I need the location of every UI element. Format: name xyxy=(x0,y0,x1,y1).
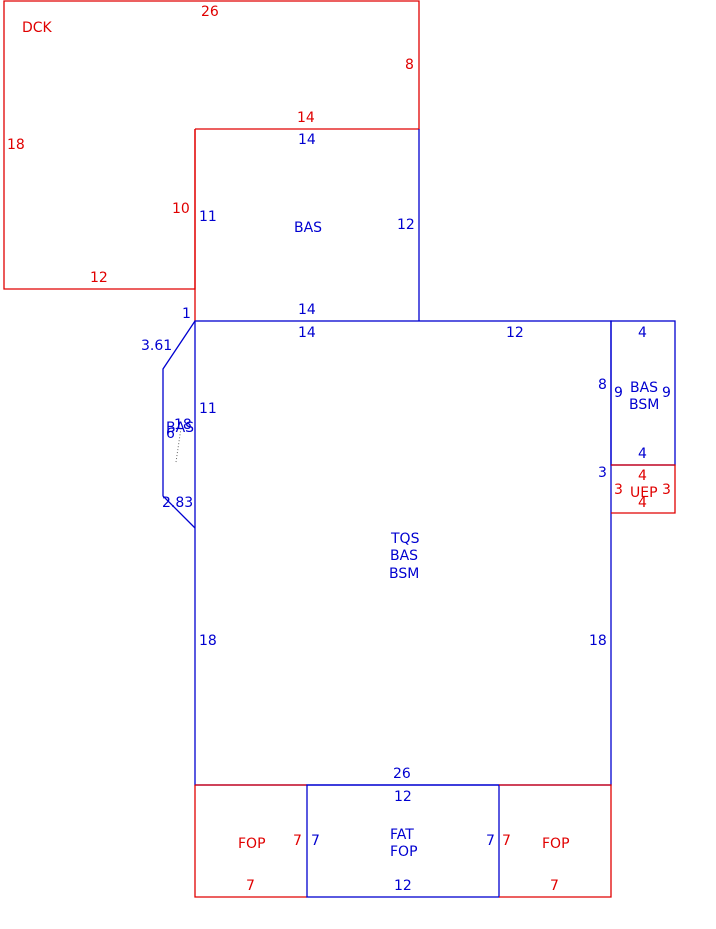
dim-main-top-right: 12 xyxy=(506,325,524,341)
fat-fop-outline xyxy=(306,784,500,898)
main-label-1: TQS xyxy=(390,531,420,547)
right-bay-label-1: BAS xyxy=(630,380,658,396)
fat-fop-label: FOP xyxy=(390,844,418,860)
dim-fop-left-right: 7 xyxy=(293,833,302,849)
fop-right-outline xyxy=(499,784,612,898)
dim-bay-overlap-b: 6 xyxy=(166,426,175,442)
fop-left-outline xyxy=(194,785,307,898)
left-bay-outline xyxy=(162,320,196,529)
dim-right-bay-bottom: 4 xyxy=(638,446,647,462)
dim-bas-left: 11 xyxy=(199,209,217,225)
fat-label: FAT xyxy=(390,827,414,843)
dim-bay-overlap-a: 18 xyxy=(174,417,192,433)
dim-uep-top: 4 xyxy=(638,468,647,484)
dim-one: 1 xyxy=(182,306,191,322)
dim-dck-right: 8 xyxy=(405,57,414,73)
dck-outline xyxy=(3,0,420,290)
uep-outline xyxy=(611,464,676,514)
bas-upper-label: BAS xyxy=(294,220,322,236)
dim-bay-angle-bottom: 2.83 xyxy=(162,495,193,511)
fop-right-label: FOP xyxy=(542,836,570,852)
dim-uep-bottom: 4 xyxy=(638,495,647,511)
dim-uep-left-outer: 3 xyxy=(598,465,607,481)
dim-uep-left: 3 xyxy=(614,482,623,498)
dim-dck-bottom: 12 xyxy=(90,270,108,286)
dim-right-bay-right: 9 xyxy=(662,385,671,401)
dim-right-bay-top: 4 xyxy=(638,325,647,341)
fop-left-label: FOP xyxy=(238,836,266,852)
dim-dck-inner-top: 14 xyxy=(297,110,315,126)
dim-dck-top: 26 xyxy=(201,4,219,20)
dim-fat-left: 7 xyxy=(311,833,320,849)
dim-dck-left: 18 xyxy=(7,137,25,153)
dim-main-left: 18 xyxy=(199,633,217,649)
dim-fop-right-bottom: 7 xyxy=(550,878,559,894)
left-bay-label: BAS xyxy=(166,420,194,436)
dim-main-bottom: 26 xyxy=(393,766,411,782)
dim-fop-left-bottom: 7 xyxy=(246,878,255,894)
dim-bay-angle-top: 3.61 xyxy=(141,338,172,354)
dim-fat-top: 12 xyxy=(394,789,412,805)
uep-label: UEP xyxy=(630,485,658,501)
dim-right-bay-left-outer: 8 xyxy=(598,377,607,393)
main-label-2: BAS xyxy=(390,548,418,564)
dim-fat-bottom: 12 xyxy=(394,878,412,894)
main-label-3: BSM xyxy=(389,566,419,582)
dim-dck-inner-left: 10 xyxy=(172,201,190,217)
dim-bay-left-11: 11 xyxy=(199,401,217,417)
dim-bas-top: 14 xyxy=(298,132,316,148)
dck-label: DCK xyxy=(22,20,53,36)
dim-uep-right: 3 xyxy=(662,482,671,498)
dim-right-bay-left: 9 xyxy=(614,385,623,401)
dim-fop-right-left: 7 xyxy=(502,833,511,849)
dim-bas-right: 12 xyxy=(397,217,415,233)
dim-bas-bottom: 14 xyxy=(298,302,316,318)
right-bay-label-2: BSM xyxy=(629,397,659,413)
dim-fat-right: 7 xyxy=(486,833,495,849)
dim-main-right: 18 xyxy=(589,633,607,649)
dim-main-top-left: 14 xyxy=(298,325,316,341)
